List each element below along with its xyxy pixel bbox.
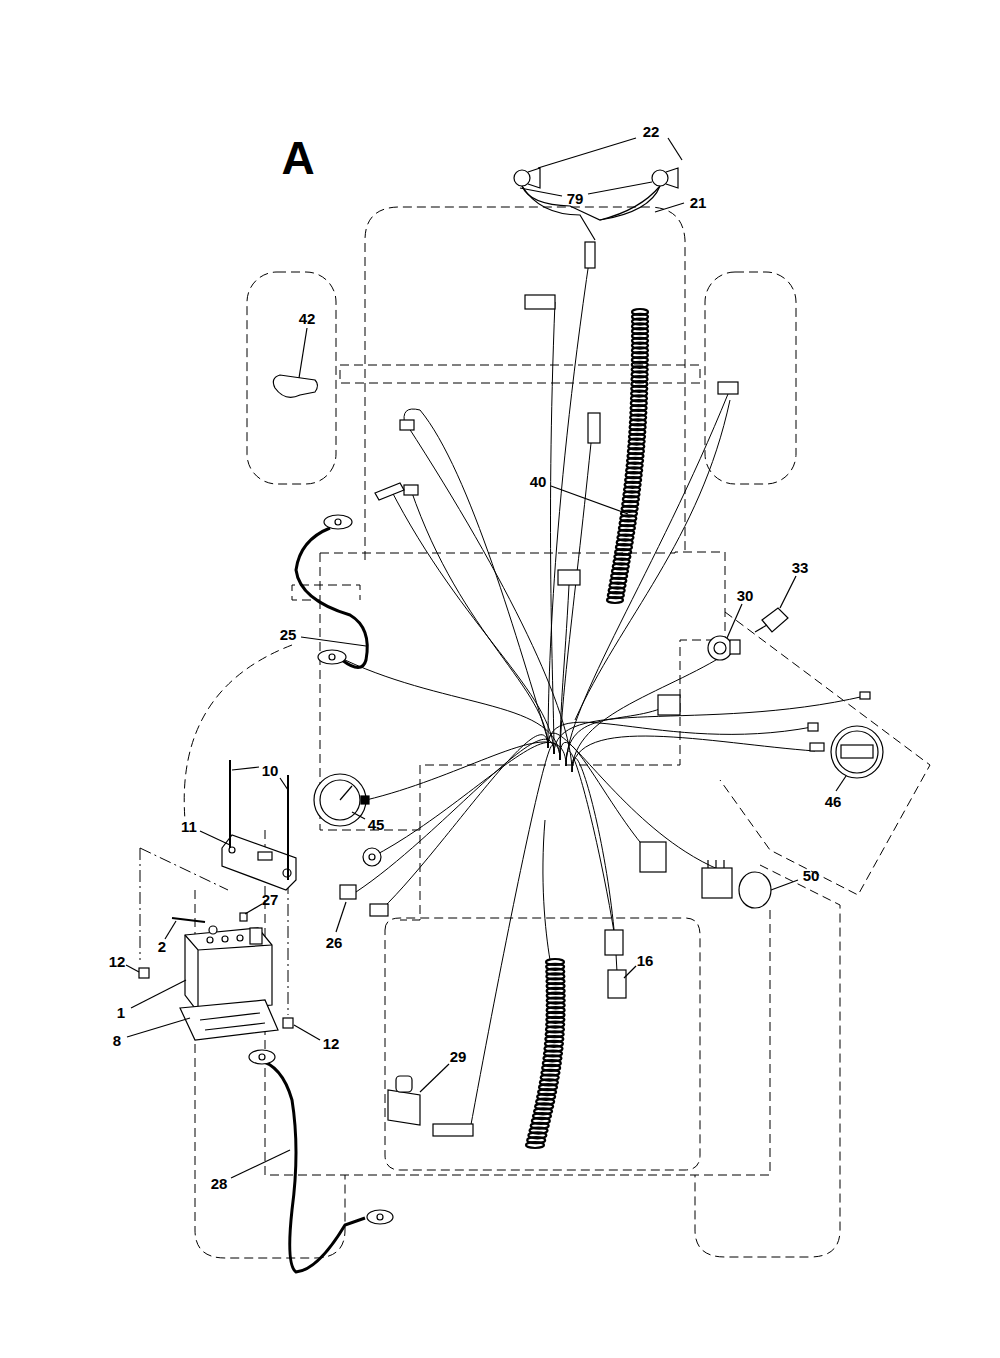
harness-wire [356, 739, 554, 892]
callout-number: 12 [323, 1036, 340, 1051]
harness-wire [381, 735, 548, 910]
coil-conduit [526, 309, 648, 1148]
battery-cables [258, 528, 367, 1272]
coil-turn [607, 597, 623, 603]
callout-number: 27 [262, 892, 279, 907]
leader-lines [126, 138, 846, 1178]
callout-number: 10 [262, 763, 279, 778]
harness-wire [366, 742, 566, 800]
callout-number: 11 [181, 819, 197, 834]
harness-wire [575, 400, 730, 720]
harness-wire [566, 751, 614, 932]
harness-wire [404, 409, 548, 740]
callout-number: 40 [530, 474, 547, 489]
harness-wire [407, 425, 572, 772]
harness-wire [551, 302, 555, 754]
callout-number: 21 [690, 195, 707, 210]
callout-number: 29 [450, 1049, 467, 1064]
callout-number: 22 [643, 124, 660, 139]
harness-wire [566, 394, 728, 766]
harness-wire [572, 736, 815, 772]
parts [139, 168, 883, 1136]
harness-wire [554, 696, 865, 754]
callout-number: 28 [211, 1176, 228, 1191]
callout-number: 45 [368, 817, 385, 832]
callout-number: 8 [113, 1033, 121, 1048]
coil-turn [526, 1142, 544, 1148]
harness-wire [390, 488, 554, 754]
cable-terminals [249, 515, 393, 1224]
callout-number: 79 [567, 191, 584, 206]
callout-number: 42 [299, 311, 316, 326]
callout-number: 2 [158, 939, 166, 954]
tractor-outline [184, 207, 930, 1258]
harness-wire [560, 413, 594, 760]
callout-number: 30 [737, 588, 754, 603]
callout-number: 26 [326, 935, 343, 950]
callout-number: 1 [117, 1005, 125, 1020]
callout-number: 33 [792, 560, 809, 575]
harness-wire [548, 733, 720, 870]
callout-number: 50 [803, 868, 820, 883]
callout-number: 16 [637, 953, 654, 968]
harness-wire [560, 585, 569, 760]
harness-wire [572, 648, 735, 772]
section-letter: A [281, 135, 314, 181]
callout-number: 25 [280, 627, 297, 642]
callout-number: 46 [825, 794, 842, 809]
harness-wire [543, 820, 550, 960]
harness-wires [345, 255, 865, 1130]
callout-number: 12 [109, 954, 126, 969]
harness-wire [372, 742, 560, 857]
